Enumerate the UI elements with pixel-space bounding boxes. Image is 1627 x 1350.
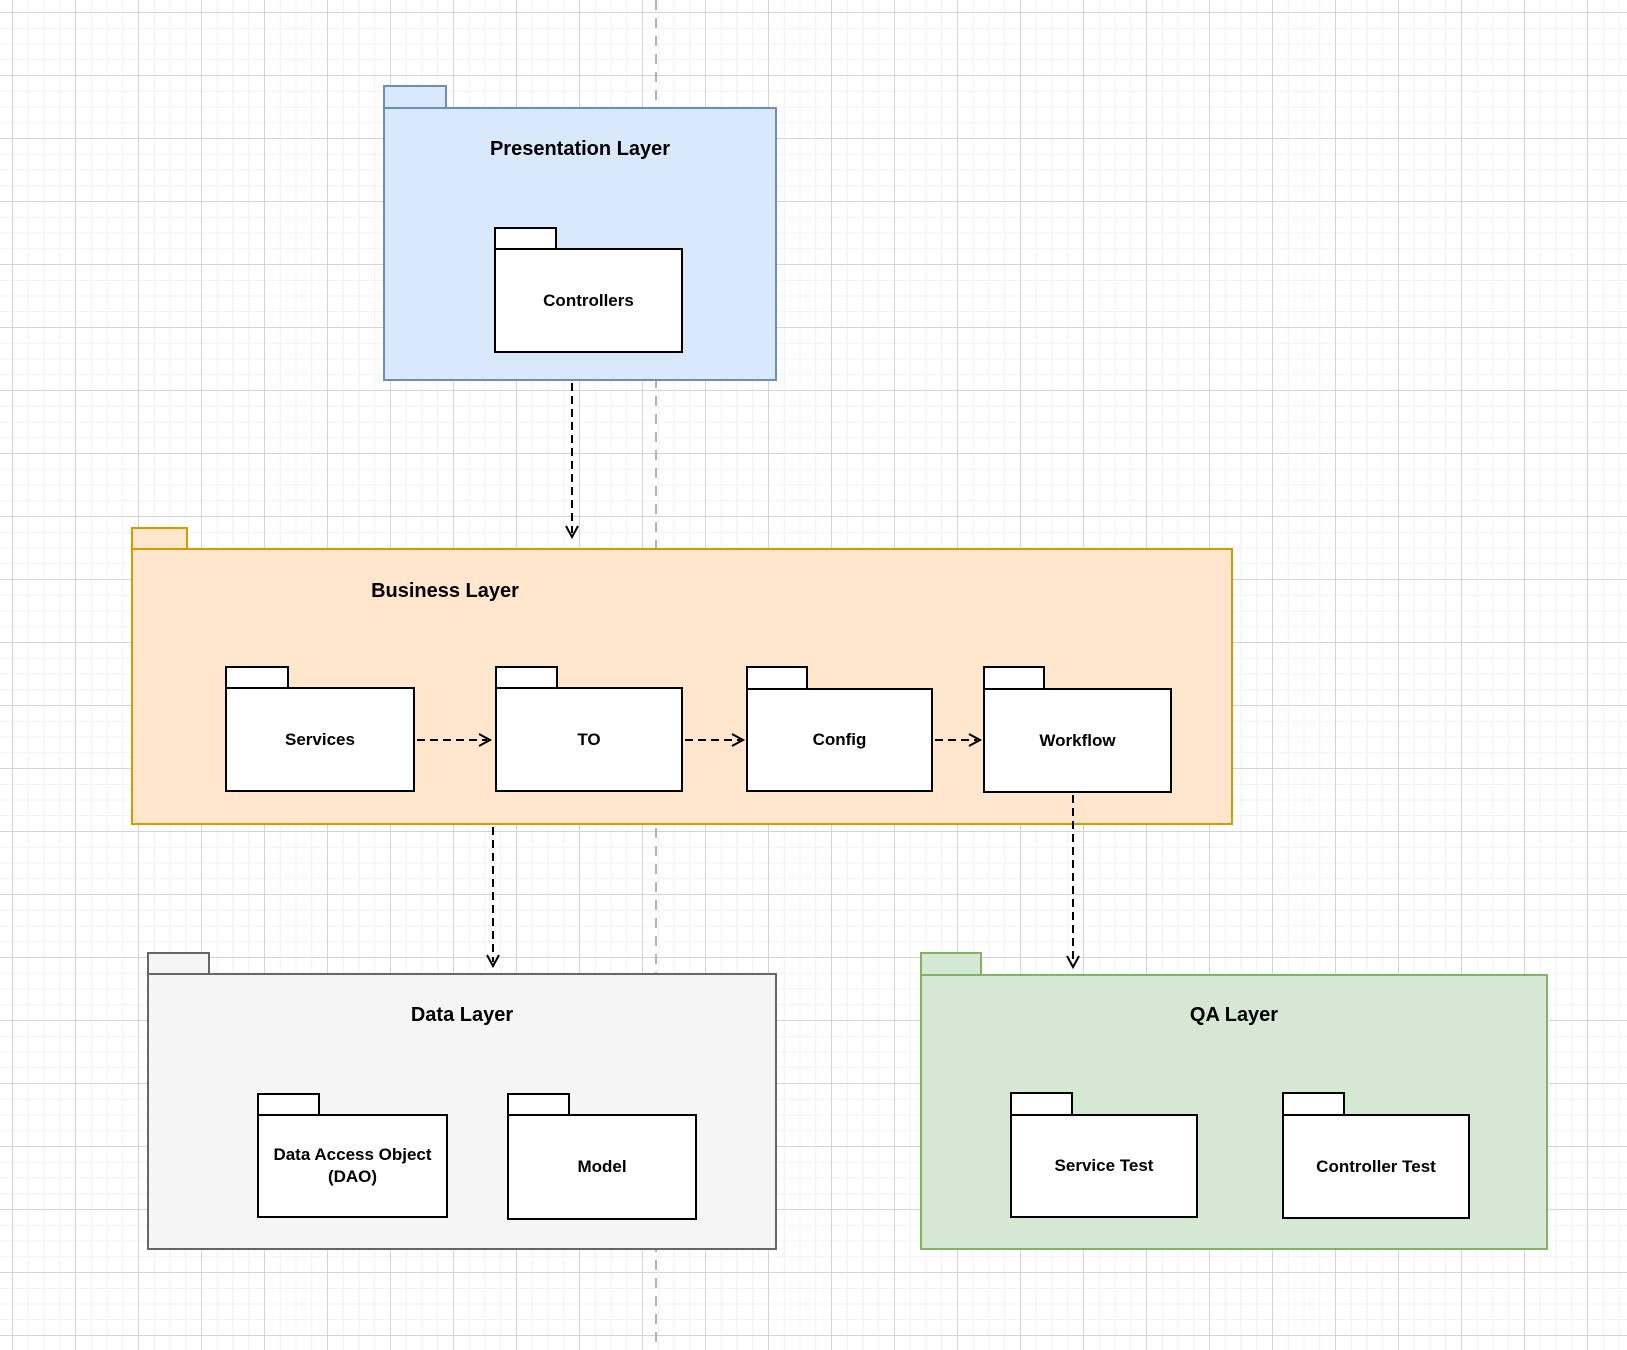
dao-package-label: Data Access Object (DAO): [273, 1145, 432, 1186]
edge-business-to-data[interactable]: [486, 827, 500, 969]
data-layer-title: Data Layer: [410, 1004, 514, 1026]
controllers-package[interactable]: Controllers: [494, 248, 683, 353]
model-package-tab[interactable]: [507, 1093, 570, 1116]
data-layer-tab[interactable]: [147, 952, 210, 975]
qa-layer-tab[interactable]: [920, 952, 982, 976]
controller-test-package-label: Controller Test: [1316, 1156, 1436, 1176]
controller-test-package-tab[interactable]: [1282, 1092, 1345, 1116]
edge-presentation-to-business[interactable]: [565, 383, 579, 540]
workflow-package-tab[interactable]: [983, 666, 1045, 690]
dao-package[interactable]: Data Access Object (DAO): [257, 1114, 448, 1218]
workflow-package[interactable]: Workflow: [983, 688, 1172, 793]
controller-test-package[interactable]: Controller Test: [1282, 1114, 1470, 1219]
services-package[interactable]: Services: [225, 687, 415, 792]
business-layer-title: Business Layer: [371, 580, 519, 602]
presentation-layer-title: Presentation Layer: [489, 138, 671, 160]
services-package-tab[interactable]: [225, 666, 289, 689]
presentation-layer-tab[interactable]: [383, 85, 447, 109]
config-package-tab[interactable]: [746, 666, 808, 690]
to-package-label: TO: [577, 729, 601, 749]
to-package[interactable]: TO: [495, 687, 683, 792]
service-test-package-label: Service Test: [1054, 1156, 1154, 1175]
controllers-package-tab[interactable]: [494, 227, 557, 250]
business-layer-tab[interactable]: [131, 527, 188, 550]
config-package-label: Config: [812, 730, 867, 749]
config-package[interactable]: Config: [746, 688, 933, 792]
presentation-layer-package[interactable]: [383, 107, 777, 381]
qa-layer-title: QA Layer: [1189, 1004, 1279, 1026]
to-package-tab[interactable]: [495, 666, 558, 689]
model-package[interactable]: Model: [507, 1114, 697, 1220]
workflow-package-label: Workflow: [1039, 730, 1116, 750]
services-package-label: Services: [285, 729, 355, 749]
service-test-package-tab[interactable]: [1010, 1092, 1073, 1116]
model-package-label: Model: [577, 1157, 627, 1176]
dao-package-tab[interactable]: [257, 1093, 320, 1116]
service-test-package[interactable]: Service Test: [1010, 1114, 1198, 1218]
controllers-package-label: Controllers: [543, 290, 634, 310]
